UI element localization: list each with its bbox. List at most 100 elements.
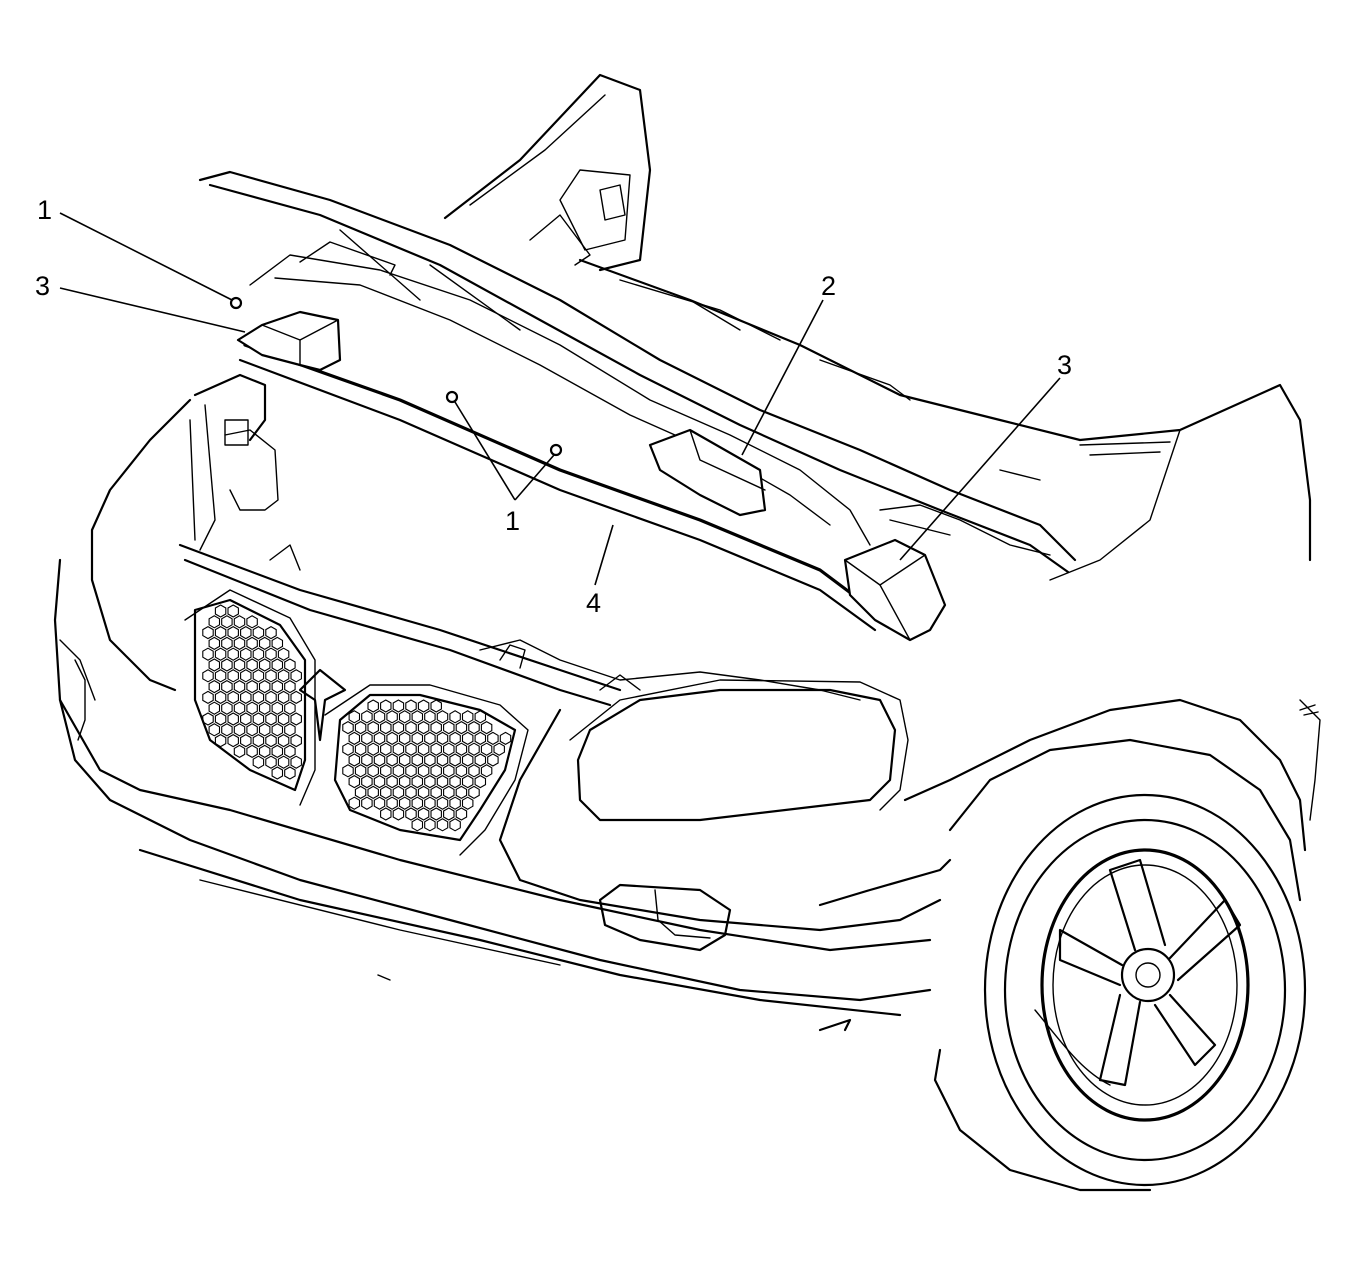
leader-c2: [741, 299, 824, 456]
grille-hex-cell: [277, 690, 290, 705]
grille-hex-cell: [386, 774, 398, 789]
grille-hex-cell: [277, 733, 290, 748]
fog-lamp-left: [74, 659, 86, 741]
grille-hex-cell: [246, 658, 258, 672]
grille-hex-cell: [227, 647, 239, 661]
grille-hex-cell: [221, 701, 233, 715]
grille-hex-cell: [252, 690, 265, 705]
grille-hex-cell: [348, 710, 361, 724]
grille-hex-cell: [424, 731, 436, 746]
grille-hex-cell: [411, 796, 424, 810]
grille-hex-cell: [240, 733, 252, 748]
grille-hex-cell: [392, 699, 405, 713]
grille-hex-cell: [380, 720, 392, 735]
grille-hex-cell: [424, 818, 436, 832]
grille-hex-cell: [386, 796, 398, 810]
callout-3-left: 3: [35, 271, 50, 301]
grille-hex-cell: [380, 699, 392, 713]
fastener-left: [229, 296, 243, 310]
grille-hex-cell: [361, 731, 373, 746]
grille-hex-cell: [417, 807, 430, 821]
fog-lamp-right: [598, 883, 732, 952]
grille-hex-cell: [227, 604, 239, 618]
grille-hex-cell: [430, 742, 442, 756]
grille-hex-cell: [461, 796, 474, 810]
grille-hex-cell: [208, 701, 221, 715]
grille-hex-cell: [405, 699, 417, 713]
grille-hex-cell: [411, 710, 424, 724]
grille-hex-cell: [252, 755, 265, 769]
grille-hex-cell: [417, 720, 430, 735]
grille-hex-cell: [405, 785, 417, 800]
grille-hex-cell: [424, 753, 436, 767]
grille-hex-cell: [430, 807, 442, 821]
grille-hex-cell: [461, 731, 474, 746]
grille-hex-cell: [436, 796, 449, 810]
grille-hex-cell: [417, 785, 430, 800]
air-deflector-right: [843, 538, 947, 642]
grille-hex-cell: [367, 699, 379, 713]
grille-hex-cell: [252, 712, 265, 726]
leader-c1-top: [59, 212, 233, 301]
grille-hex-cell: [227, 690, 239, 705]
grille-hex-cell: [221, 679, 233, 694]
callout-1-top: 1: [37, 195, 52, 225]
front-wheel: [933, 793, 1307, 1192]
grille-hex-cell: [202, 625, 214, 640]
grille-hex-cell: [208, 636, 221, 651]
grille-hex-cell: [405, 764, 417, 778]
grille-hex-cell: [284, 701, 296, 715]
grille-hex-cell: [354, 764, 367, 778]
grille-hex-cell: [271, 723, 284, 737]
air-deflector-left: [236, 310, 342, 372]
grille-hex-cell: [214, 669, 227, 683]
grille-hex-cell: [290, 755, 302, 769]
grille-hex-cell: [380, 807, 392, 821]
grille-hex-cell: [240, 669, 252, 683]
grille-hex-cell: [221, 658, 233, 672]
grille-hex-cell: [386, 710, 398, 724]
grille-hex-cell: [214, 690, 227, 705]
grille-hex-cell: [373, 731, 386, 746]
grille-hex-cell: [221, 615, 233, 629]
leader-c3-left: [59, 287, 246, 333]
grille-hex-cell: [202, 669, 214, 683]
grille-hex-cell: [443, 720, 455, 735]
grille-hex-cell: [354, 742, 367, 756]
grille-hex-cell: [392, 807, 405, 821]
grille-hex-cell: [436, 818, 449, 832]
grille-hex-cell: [405, 742, 417, 756]
grille-hex-cell: [265, 690, 277, 705]
grille-hex-cell: [430, 785, 442, 800]
grille-hex-cell: [398, 731, 411, 746]
grille-hex-cell: [214, 712, 227, 726]
grille-hex-cell: [233, 723, 246, 737]
grille-hex-cell: [436, 774, 449, 789]
grille-hex-cell: [417, 764, 430, 778]
headlamp-right: [569, 679, 909, 822]
grille-hex-cell: [265, 625, 277, 640]
grille-hex-cell: [265, 733, 277, 748]
grille-hex-cell: [271, 701, 284, 715]
windshield-frame: [443, 73, 652, 272]
grille-hex-cell: [258, 679, 271, 694]
grille-hex-cell: [290, 712, 302, 726]
grille-hex-cell: [398, 753, 411, 767]
grille-hex-cell: [258, 744, 271, 759]
grille-hex-cell: [354, 785, 367, 800]
grille-hex-cell: [398, 774, 411, 789]
grille-hex-cell: [417, 742, 430, 756]
grille-hex-cell: [455, 742, 468, 756]
grille-hex-cell: [480, 764, 493, 778]
grille-hex-cell: [392, 720, 405, 735]
grille-hex-cell: [386, 731, 398, 746]
grille-hex-cell: [227, 733, 239, 748]
grille-hex-cell: [449, 796, 461, 810]
grille-hex-cell: [424, 796, 436, 810]
grille-hex-cell: [277, 755, 290, 769]
grille-hex-cell: [227, 669, 239, 683]
grille-hex-cell: [265, 647, 277, 661]
grille-hex-cell: [277, 669, 290, 683]
grille-hex-cell: [367, 720, 379, 735]
